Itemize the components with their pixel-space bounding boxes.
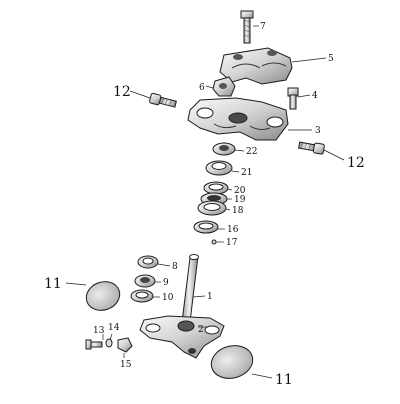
part-16-dust-seal [193,220,219,234]
callout-8: 8 [172,262,178,272]
callout-21: 21 [241,168,252,178]
callout-10: 10 [162,293,174,303]
callout-12-left: 12 [113,84,131,100]
part-12-bolt-left [149,92,177,108]
part-14-washer [105,338,113,348]
callout-13: 13 [93,326,105,336]
callout-11-left: 11 [44,276,62,292]
part-1-steering-stem [181,254,199,323]
callout-labels: 7 5 6 4 12 3 22 12 21 20 19 18 16 17 8 9… [44,22,365,388]
part-15-bracket [117,337,133,353]
part-13-bolt [85,339,103,350]
part-17-ball [211,239,217,245]
callout-14: 14 [108,323,120,333]
part-6-clamp-half [212,76,236,97]
part-21-ring-nut [205,160,233,176]
callout-16: 16 [227,225,239,235]
part-10-dust-seal [130,289,154,303]
callout-3: 3 [315,126,321,136]
part-8-bearing [137,255,159,269]
callout-11-right: 11 [275,372,293,388]
callout-12-right: 12 [347,155,365,171]
callout-2: 2 [198,325,204,335]
callout-17: 17 [226,238,238,248]
part-22-stem-nut [212,142,236,156]
part-20-washer [203,181,229,195]
callout-9: 9 [163,278,169,288]
callout-5: 5 [328,54,334,64]
part-18-bearing [197,200,227,216]
callout-18: 18 [232,206,244,216]
callout-7: 7 [260,22,266,32]
part-7-bolt [240,10,254,44]
part-2-lower-triple-clamp [139,315,225,359]
part-11-cap-right [210,345,254,379]
callout-1: 1 [207,292,213,302]
callout-4: 4 [312,91,318,101]
callout-20: 20 [234,186,246,196]
part-9-bearing-race [134,274,156,288]
part-12-bolt-right [298,141,325,155]
callout-15: 15 [120,360,132,370]
part-3-upper-triple-clamp [187,97,289,141]
callout-19: 19 [234,195,246,205]
callout-6: 6 [199,83,205,93]
leader-lines [65,25,345,379]
callout-22: 22 [246,147,257,157]
part-11-cap-left [85,281,121,311]
part-5-handlebar-clamp [219,47,293,85]
part-4-bolt [287,87,299,110]
